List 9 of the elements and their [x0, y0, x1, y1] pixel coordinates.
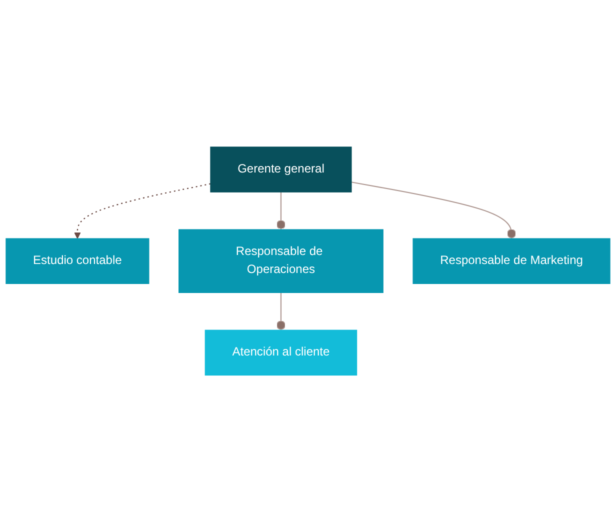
- connector: [276, 192, 286, 230]
- node-box: Responsable de Marketing: [412, 238, 610, 284]
- arrow: [74, 183, 211, 239]
- node-box: Responsable de Operaciones: [178, 229, 384, 293]
- node-box: Atención al cliente: [204, 330, 358, 376]
- node-box: Estudio contable: [6, 238, 150, 284]
- node-box: Gerente general: [210, 146, 352, 192]
- connector: [276, 292, 286, 330]
- connector: [351, 181, 516, 238]
